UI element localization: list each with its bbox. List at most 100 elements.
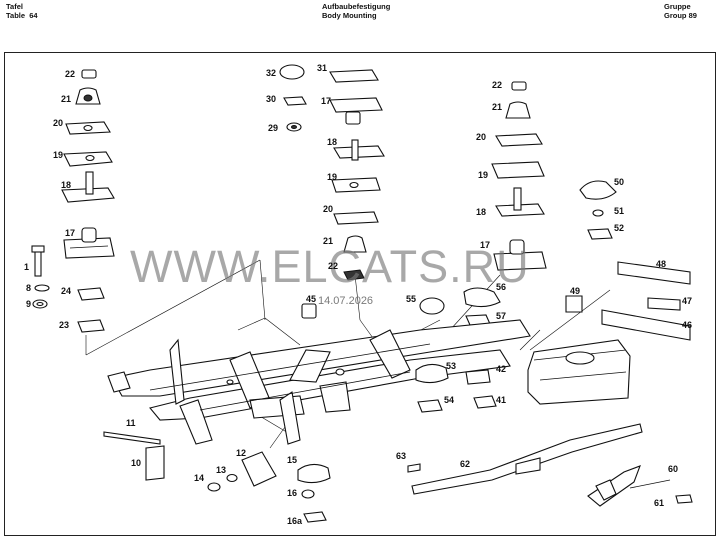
part-17-center: [329, 97, 383, 113]
cross-member-2: [289, 349, 331, 383]
callout-20-left: 20: [53, 118, 63, 128]
callout-41: 41: [496, 395, 506, 405]
table-label-de: Tafel: [6, 2, 23, 11]
callout-21-left: 21: [61, 94, 71, 104]
part-60: [587, 465, 641, 507]
callout-17-left: 17: [65, 228, 75, 238]
rail-48: [617, 261, 691, 285]
part-45: [301, 303, 317, 319]
rail-46: [601, 309, 691, 341]
part-21-right: [505, 101, 531, 119]
callout-46: 46: [682, 320, 692, 330]
table-number: 64: [29, 10, 38, 20]
washer-8: [34, 284, 50, 292]
watermark-text: WWW.ELCATS.RU: [130, 241, 530, 292]
callout-24: 24: [61, 286, 71, 296]
callout-52: 52: [614, 223, 624, 233]
diagram-frame: [4, 52, 716, 536]
callout-16a: 16a: [287, 516, 303, 526]
table-label: Tafel Table 64: [6, 2, 38, 20]
shim-23: [77, 319, 105, 333]
callout-22-right: 22: [492, 80, 502, 90]
callout-labels: 22 21 20 19 18 17 1 8 9 24 23 32 30 29 3…: [24, 63, 692, 526]
callout-22-center: 22: [328, 261, 338, 271]
washer-14: [207, 482, 221, 492]
callout-9: 9: [26, 299, 31, 309]
part-19-right: [491, 161, 545, 179]
callout-56: 56: [496, 282, 506, 292]
part-50: [579, 180, 617, 200]
callout-53: 53: [446, 361, 456, 371]
callout-21-center: 21: [323, 236, 333, 246]
tank: [527, 339, 631, 405]
part-15: [297, 463, 331, 484]
rails: [601, 261, 691, 341]
part-22-left: [81, 69, 97, 79]
plate-16a: [303, 511, 327, 523]
left-mount-stack: [61, 69, 115, 259]
part-17-right: [493, 251, 547, 271]
callout-55: 55: [406, 294, 416, 304]
callout-29: 29: [268, 123, 278, 133]
part-20-center: [333, 211, 379, 225]
shim-24: [77, 287, 105, 301]
part-18-stud: [85, 171, 94, 195]
part-55: [419, 297, 445, 315]
lower-parts: [103, 363, 693, 523]
part-18-center: [333, 145, 385, 159]
part-21-center: [343, 235, 367, 253]
callout-50: 50: [614, 177, 624, 187]
callout-19-right: 19: [478, 170, 488, 180]
center-mount-stack: [279, 64, 385, 281]
group-label-en: Group: [664, 10, 687, 20]
callout-1: 1: [24, 262, 29, 272]
callout-15: 15: [287, 455, 297, 465]
callout-31: 31: [317, 63, 327, 73]
callout-60: 60: [668, 464, 678, 474]
washer-51: [592, 209, 604, 217]
tank-assembly: [527, 339, 631, 405]
callout-10: 10: [131, 458, 141, 468]
callout-20-right: 20: [476, 132, 486, 142]
right-small-parts: [579, 180, 617, 240]
callout-13: 13: [216, 465, 226, 475]
rod-11: [103, 431, 161, 445]
callout-54: 54: [444, 395, 454, 405]
part-61: [675, 494, 693, 504]
cap-32: [279, 64, 305, 80]
plate-52: [587, 228, 613, 240]
callout-61: 61: [654, 498, 664, 508]
callout-18-center: 18: [327, 137, 337, 147]
callout-16: 16: [287, 488, 297, 498]
bolt-1: [34, 249, 42, 277]
watermark-date: 14.07.2026: [318, 295, 373, 307]
callout-63: 63: [396, 451, 406, 461]
callout-17-right: 17: [480, 240, 490, 250]
callout-42: 42: [496, 364, 506, 374]
callout-18-right: 18: [476, 207, 486, 217]
part-49: [565, 295, 583, 313]
left-small-parts: [31, 245, 105, 333]
cross-member-3: [369, 329, 411, 379]
page-title: Aufbaubefestigung Body Mounting: [322, 2, 390, 20]
callout-12: 12: [236, 448, 246, 458]
callout-62: 62: [460, 459, 470, 469]
part-20-right: [495, 133, 543, 147]
callout-57: 57: [496, 311, 506, 321]
part-56: [463, 287, 501, 308]
callout-51: 51: [614, 206, 624, 216]
callout-21-right: 21: [492, 102, 502, 112]
callout-20-center: 20: [323, 204, 333, 214]
part-53: [415, 363, 449, 384]
chassis-frame: [107, 319, 531, 445]
part-63: [407, 463, 421, 473]
plate-30: [283, 96, 307, 106]
callout-48: 48: [656, 259, 666, 269]
washer-16: [301, 489, 315, 499]
part-54: [417, 399, 443, 413]
strap-62: [411, 423, 643, 495]
callout-45: 45: [306, 294, 316, 304]
group-number: 89: [688, 10, 697, 20]
callout-18-left: 18: [61, 180, 71, 190]
